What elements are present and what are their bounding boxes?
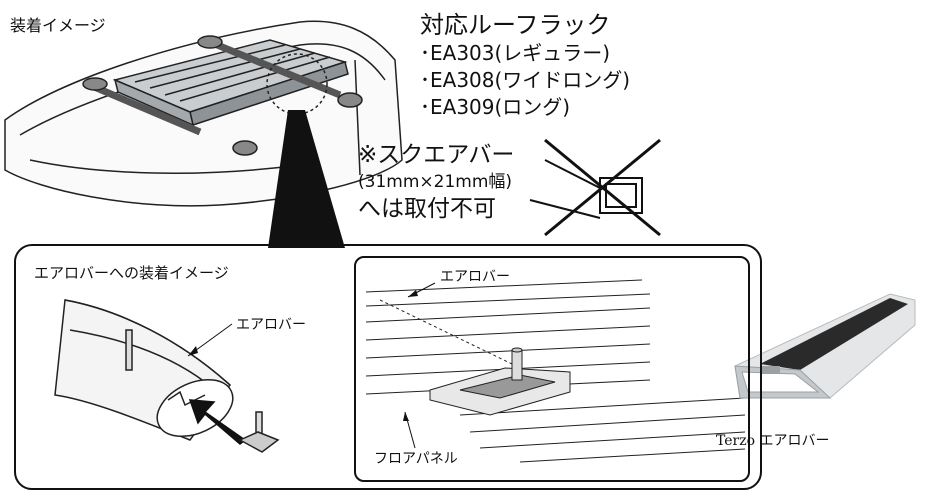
compatible-racks: 対応ルーフラック ･EA303(レギュラー) ･EA308(ワイドロング) ･E… [420, 10, 630, 121]
zoom-circle [266, 53, 328, 115]
terzo-aerobar-photo [734, 293, 916, 399]
product-caption: Terzo エアロバー [716, 433, 830, 449]
compatible-item: ･EA309(ロング) [420, 95, 571, 119]
compatible-item: ･EA308(ワイドロング) [420, 68, 631, 92]
floor-panel-label: フロアパネル [374, 451, 458, 467]
detail-panel-title: エアロバーへの装着イメージ [34, 264, 229, 282]
aerobar-label-right: エアロバー [440, 269, 510, 285]
warning-line-2: (31mm×21mm幅) [358, 172, 513, 192]
warning-line-3: へは取付不可 [358, 196, 496, 222]
aerobar-detail-left [54, 299, 280, 453]
car-roof-illustration [4, 20, 403, 207]
detail-panel [14, 244, 762, 490]
compatible-heading: 対応ルーフラック [420, 11, 611, 39]
detail-inner-panel [354, 256, 750, 482]
page-title: 装着イメージ [10, 16, 106, 35]
floor-panel-detail [365, 279, 746, 463]
square-bar-crossed [529, 138, 661, 237]
square-bar-warning: ※スクエアバー (31mm×21mm幅) へは取付不可 [358, 140, 514, 224]
zoom-cone [268, 110, 345, 248]
aerobar-label-left: エアロバー [236, 317, 306, 333]
warning-line-1: ※スクエアバー [358, 142, 515, 168]
compatible-item: ･EA303(レギュラー) [420, 41, 611, 65]
